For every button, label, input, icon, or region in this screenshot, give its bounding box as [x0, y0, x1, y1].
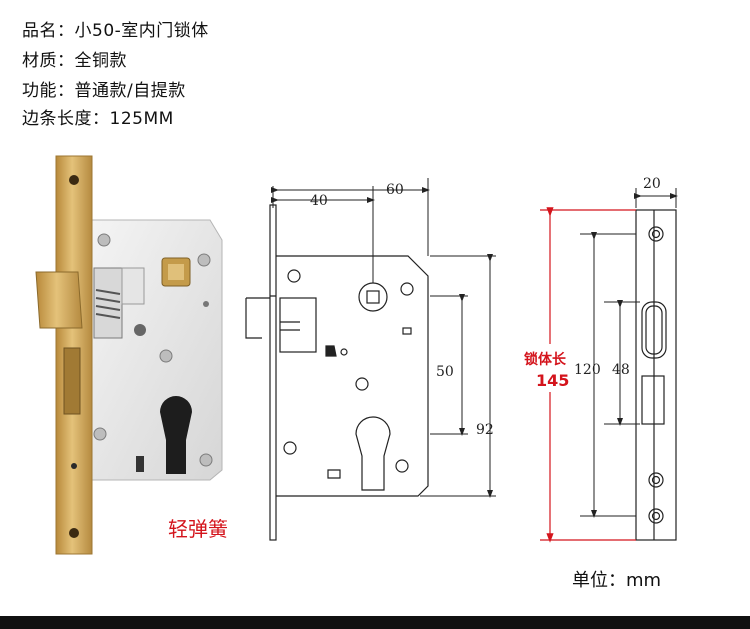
spec-line-material: 材质：全铜款 — [22, 46, 127, 71]
dim-92-label: 92 — [476, 422, 494, 438]
spec-value: 全铜款 — [74, 51, 127, 71]
dim-60-label: 60 — [386, 182, 404, 198]
side-dimension-lines — [580, 188, 678, 518]
dim-50-label: 50 — [436, 364, 454, 380]
bottom-divider-bar — [0, 616, 750, 629]
body-length-value: 145 — [536, 371, 569, 390]
front-view-drawing — [245, 204, 429, 541]
dim-40-label: 40 — [310, 193, 328, 209]
spec-value: 小50-室内门锁体 — [74, 21, 209, 41]
spec-label: 功能： — [22, 81, 75, 101]
spec-label: 材质： — [22, 51, 75, 71]
dim-120-label: 120 — [574, 362, 601, 378]
dim-20-label: 20 — [643, 176, 661, 192]
unit-label: 单位：mm — [572, 570, 661, 591]
spec-label: 边条长度： — [22, 109, 110, 129]
side-view-drawing — [635, 209, 677, 541]
spec-value: 普通款/自提款 — [74, 81, 186, 101]
spec-value: 125MM — [109, 109, 174, 129]
lock-photo — [35, 155, 223, 555]
body-length-dimension — [540, 207, 636, 543]
body-length-label: 锁体长 — [524, 351, 567, 368]
spec-line-faceplate-length: 边条长度：125MM — [22, 104, 174, 129]
dim-48-label: 48 — [612, 362, 630, 378]
spec-line-function: 功能：普通款/自提款 — [22, 76, 186, 101]
spec-label: 品名： — [22, 21, 75, 41]
spec-line-name: 品名：小50-室内门锁体 — [22, 16, 209, 41]
front-dimension-lines — [271, 178, 496, 498]
spring-caption: 轻弹簧 — [168, 517, 228, 541]
